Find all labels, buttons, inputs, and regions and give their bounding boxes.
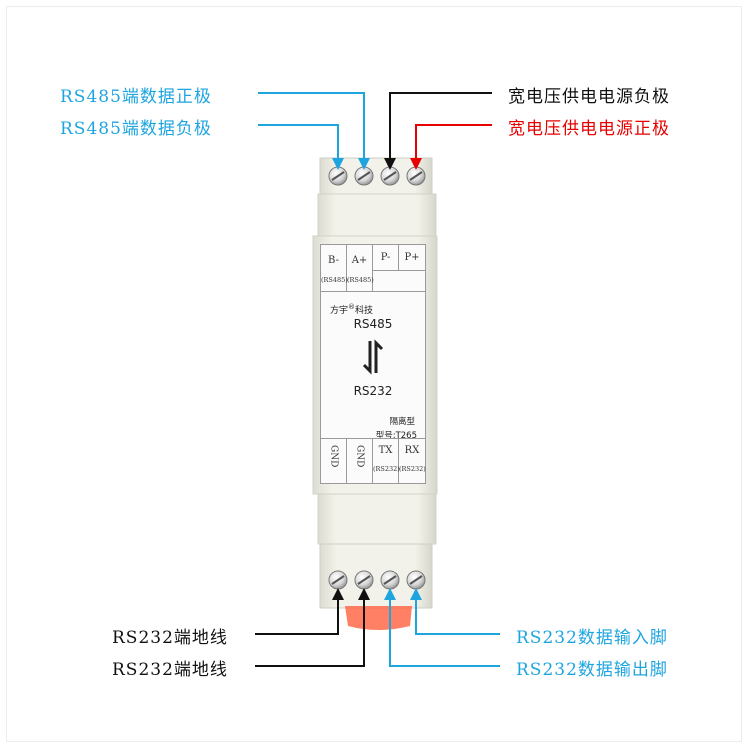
terminal-name: B- — [328, 255, 339, 266]
terminal-name: P- — [380, 252, 391, 263]
label-rs485-negative: RS485端数据负极 — [60, 119, 212, 139]
terminal-label-gnd-1: GND — [321, 439, 347, 483]
terminal-name: GND — [354, 445, 365, 468]
terminal-sub: (RS232) — [373, 465, 400, 473]
brand-mark: ® — [348, 303, 356, 311]
brand-suffix: 科技 — [355, 306, 374, 316]
terminal-label-p-minus: P- — [373, 245, 399, 271]
wire-rs232-input — [415, 598, 500, 635]
bottom-protocol-label: RS232 — [353, 384, 393, 398]
device-front-panel: B- (RS485) A+ (RS485) P- P+ 方宇®科技 RS485 … — [320, 244, 426, 484]
terminal-label-a-plus: A+ (RS485) — [347, 245, 374, 291]
label-power-positive: 宽电压供电电源正极 — [508, 119, 670, 139]
wire-rs485-positive — [258, 92, 365, 160]
terminal-label-tx: TX (RS232) — [373, 439, 400, 483]
terminal-label-p-plus: P+ — [399, 245, 425, 271]
top-protocol-label: RS485 — [353, 317, 393, 331]
terminal-label-gnd-2: GND — [347, 439, 373, 483]
terminal-name: TX — [378, 445, 393, 456]
model-number-label: 型号:T265 — [375, 431, 417, 441]
label-rs485-positive: RS485端数据正极 — [60, 87, 212, 107]
label-rs232-input: RS232数据输入脚 — [516, 628, 668, 648]
bottom-terminal-labels: GND GND TX (RS232) RX (RS232) — [321, 438, 426, 483]
brand-name: 方宇 — [330, 306, 349, 316]
bottom-screws — [328, 570, 426, 590]
label-rs232-gnd-2: RS232端地线 — [112, 660, 228, 680]
wire-rs485-negative — [258, 124, 339, 160]
terminal-name: GND — [328, 445, 339, 468]
isolation-type-label: 隔离型 — [389, 417, 415, 427]
top-screws — [328, 166, 426, 186]
terminal-name: P+ — [404, 252, 420, 263]
din-rail-clip — [345, 606, 412, 630]
wire-rs232-gnd-1 — [255, 598, 339, 635]
terminal-sub: (RS485) — [321, 276, 348, 284]
wire-power-negative — [389, 92, 492, 160]
wire-rs232-gnd-2 — [255, 598, 365, 667]
wire-rs232-output — [389, 598, 500, 667]
label-rs232-output: RS232数据输出脚 — [516, 660, 668, 680]
bidirectional-arrow-icon — [362, 339, 384, 375]
wire-power-positive — [415, 124, 492, 160]
terminal-sub: (RS485) — [347, 276, 374, 284]
label-power-negative: 宽电压供电电源负极 — [508, 87, 670, 107]
brand-logo: 方宇®科技 — [330, 303, 373, 316]
top-terminal-labels: B- (RS485) A+ (RS485) P- P+ — [321, 245, 425, 292]
terminal-name: RX — [404, 445, 420, 456]
terminal-name: A+ — [351, 255, 368, 266]
terminal-label-rx: RX (RS232) — [399, 439, 426, 483]
outer-frame — [6, 6, 742, 742]
terminal-label-b-minus: B- (RS485) — [321, 245, 348, 291]
label-rs232-gnd-1: RS232端地线 — [112, 628, 228, 648]
terminal-sub: (RS232) — [399, 465, 426, 473]
